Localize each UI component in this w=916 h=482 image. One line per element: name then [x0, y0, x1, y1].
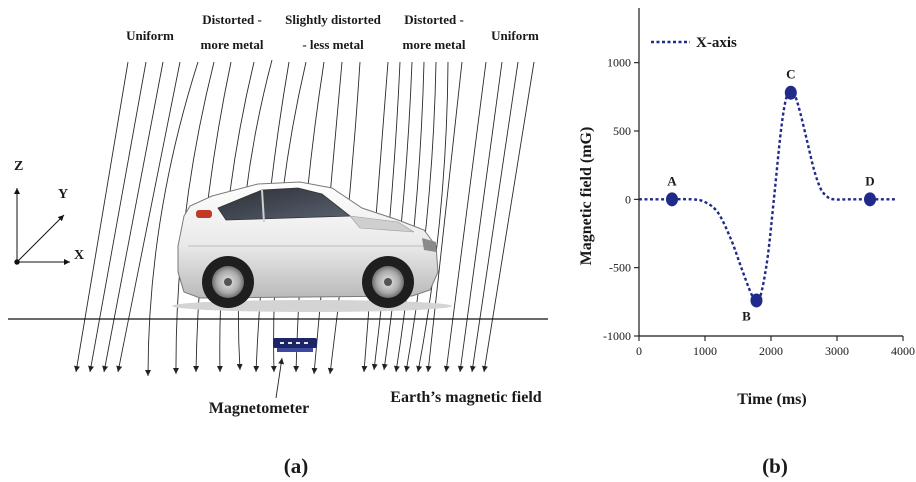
label-distorted-left-line1: Distorted - — [202, 12, 262, 27]
front-wheel — [362, 256, 414, 308]
y-tick-label: 0 — [625, 192, 631, 206]
x-axis-title: Time (ms) — [737, 391, 806, 408]
data-point-label-d: D — [865, 173, 874, 188]
earth-field-label: Earth’s magnetic field — [390, 389, 541, 406]
field-line — [116, 61, 181, 373]
field-line — [469, 61, 519, 373]
chart-points: A B C D — [666, 67, 876, 323]
car-headlight — [422, 238, 436, 252]
legend-label-x-axis: X-axis — [696, 35, 737, 51]
panel-a: Z Y X Uniform Distorted - more metal Sli… — [8, 12, 548, 478]
chart-ticks: -1000 -500 0 500 1000 0 1000 2000 3000 4000 — [603, 56, 915, 358]
y-tick-label: -1000 — [603, 329, 631, 343]
car-pillar — [261, 189, 265, 223]
car-taillight — [196, 210, 212, 218]
z-axis-label: Z — [14, 159, 23, 174]
x-tick-label: 4000 — [891, 344, 915, 358]
label-distorted-right-line2: more metal — [403, 37, 466, 52]
axes-origin — [14, 259, 20, 265]
field-line — [416, 61, 449, 373]
label-distorted-right-line1: Distorted - — [404, 12, 464, 27]
y-axis-title: Magnetic field (mG) — [578, 127, 595, 266]
label-slightly-distorted-line1: Slightly distorted — [285, 12, 381, 27]
coordinate-axes — [14, 188, 70, 265]
field-line — [88, 61, 147, 373]
magnetometer-pointer — [275, 357, 285, 399]
field-line — [393, 61, 425, 373]
field-line — [74, 61, 129, 373]
y-tick-label: -500 — [609, 261, 631, 275]
data-point-label-b: B — [742, 308, 751, 323]
x-axis-label: X — [74, 248, 84, 263]
field-line — [381, 61, 413, 371]
data-point-label-a: A — [667, 173, 677, 188]
car-illustration — [172, 181, 452, 312]
y-tick-label: 500 — [613, 124, 631, 138]
field-line — [404, 61, 437, 373]
data-point-a — [666, 192, 678, 207]
x-tick-label: 2000 — [759, 344, 783, 358]
label-uniform-left: Uniform — [126, 28, 174, 43]
series-line-x-axis — [638, 91, 897, 302]
x-tick-label: 0 — [636, 344, 642, 358]
y-axis-line — [16, 214, 65, 263]
label-distorted-left-line2: more metal — [201, 37, 264, 52]
data-point-b — [750, 293, 763, 308]
field-line — [481, 61, 535, 373]
chart-legend: X-axis — [651, 35, 737, 51]
car-hood — [349, 215, 415, 233]
x-tick-label: 3000 — [825, 344, 849, 358]
field-line — [443, 61, 487, 373]
field-line — [371, 61, 401, 371]
field-line — [457, 61, 503, 373]
caption-a: (a) — [284, 454, 309, 478]
field-line — [102, 61, 164, 373]
field-line — [145, 61, 199, 377]
data-point-d — [864, 192, 876, 207]
y-tick-label: 1000 — [607, 56, 631, 70]
label-uniform-right: Uniform — [491, 28, 539, 43]
rear-wheel — [202, 256, 254, 308]
x-tick-label: 1000 — [693, 344, 717, 358]
magnetometer-label: Magnetometer — [209, 400, 309, 417]
data-point-label-c: C — [786, 67, 795, 82]
magnetometer-sensor — [273, 338, 317, 399]
label-slightly-distorted-line2: - less metal — [302, 37, 364, 52]
caption-b: (b) — [762, 454, 788, 478]
data-point-c — [784, 85, 797, 100]
y-axis-label: Y — [58, 187, 68, 202]
field-line — [425, 61, 463, 373]
